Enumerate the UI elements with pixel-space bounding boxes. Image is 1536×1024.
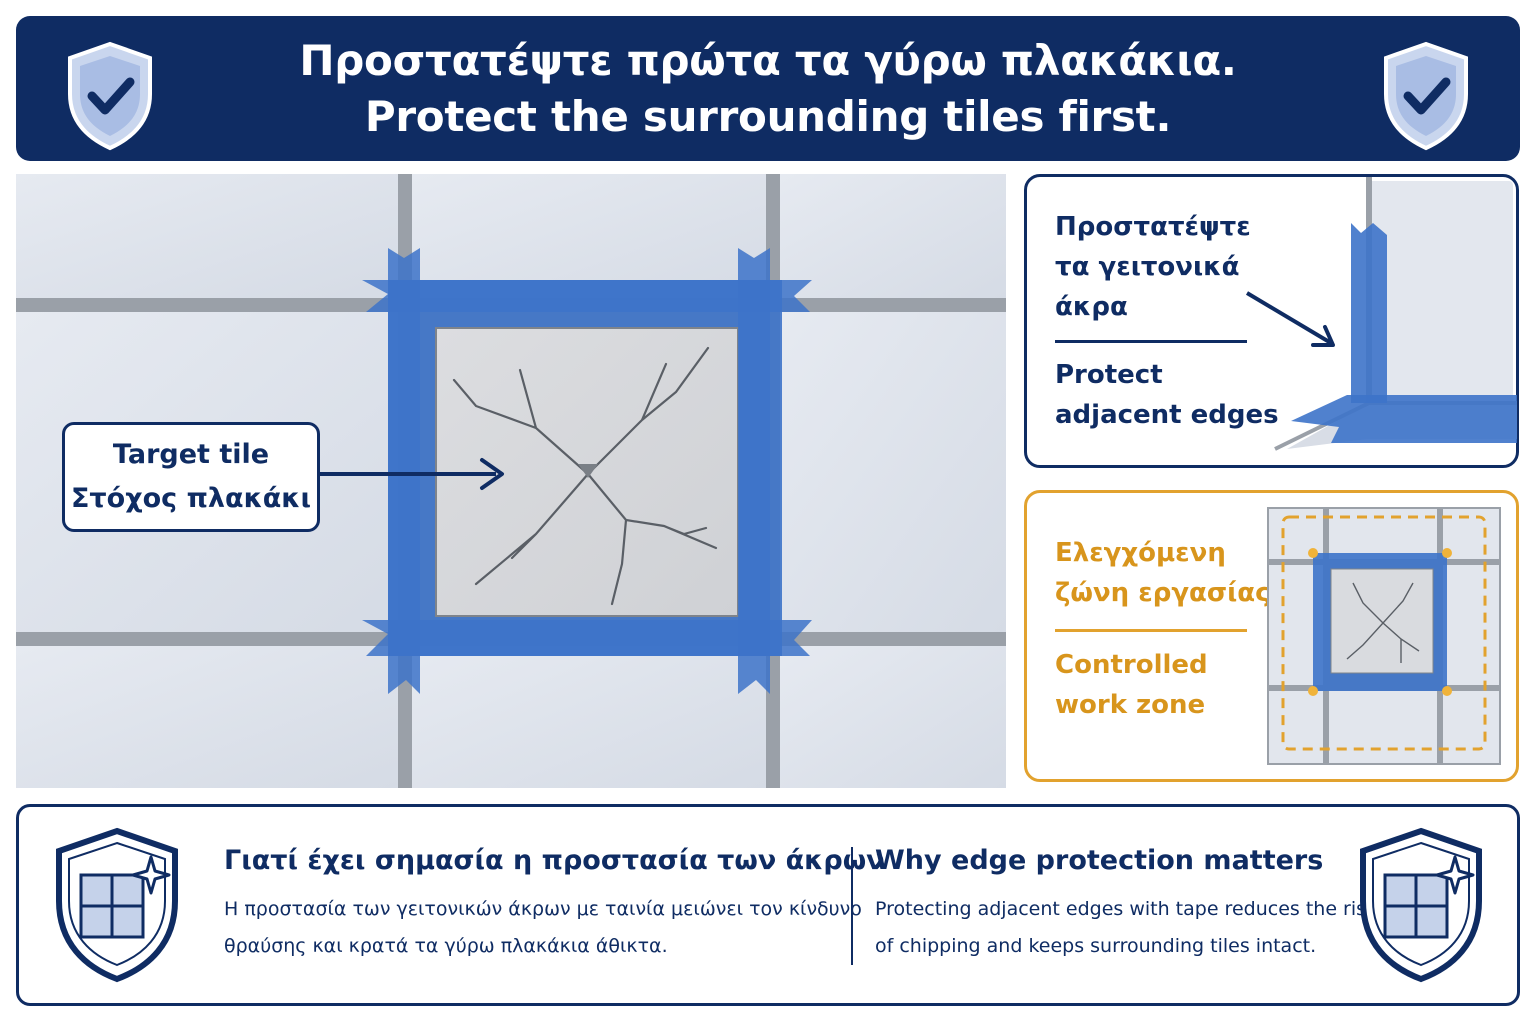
edges-english-line: adjacent edges [1055,400,1279,430]
zone-english-text: Controlled work zone [1055,645,1208,725]
crack-center [578,464,598,478]
info-greek-heading: Γιατί έχει σημασία η προστασία των άκρων [224,845,885,876]
tape-strip [1291,395,1517,443]
info-english-heading: Why edge protection matters [875,845,1324,876]
title-english: Protect the surrounding tiles first. [364,91,1172,141]
page-title: Προστατέψτε πρώτα τα γύρω πλακάκια. Prot… [166,16,1370,161]
info-greek-body: Η προστασία των γειτονικών άκρων με ταιν… [224,891,885,965]
target-label-english: Target tile [112,439,270,470]
tape-strip [362,280,812,312]
zone-greek-line: ζώνη εργασίας [1055,578,1271,608]
shield-tile-sparkle-icon [56,827,178,983]
wall-tile [780,174,1006,298]
tape-strip [388,248,420,694]
wall-tile [780,646,1006,788]
wall-tile [412,174,766,298]
info-greek-line: Η προστασία των γειτονικών άκρων με ταιν… [224,898,862,920]
info-english-line: of chipping and keeps surrounding tiles … [875,935,1317,957]
info-english-body: Protecting adjacent edges with tape redu… [875,891,1377,965]
target-label-greek: Στόχος πλακάκι [70,483,312,514]
target-tile-callout: Target tile Στόχος πλακάκι [62,422,320,532]
wall-tile [16,174,398,298]
work-zone-illustration [1267,507,1501,765]
shield-check-icon [68,41,152,151]
tape-strip [362,620,812,656]
zone-greek-text: Ελεγχόμενη ζώνη εργασίας [1055,533,1271,613]
tape-strip [1351,223,1387,403]
edges-greek-line: άκρα [1055,292,1128,322]
panel-arrow [1245,291,1333,345]
arrow-head-icon [1311,325,1335,347]
zone-english-line: Controlled [1055,650,1208,680]
tape-strip [738,248,770,694]
corner-tape-illustration [1245,177,1517,451]
wall-tile [16,646,398,788]
arrow-head-icon [480,458,504,490]
info-box: Γιατί έχει σημασία η προστασία των άκρων… [16,804,1520,1006]
panel-divider [1055,340,1247,343]
edges-greek-text: Προστατέψτε τα γειτονικά άκρα [1055,207,1251,327]
zone-english-line: work zone [1055,690,1206,720]
info-english-line: Protecting adjacent edges with tape redu… [875,898,1378,920]
shield-check-icon [1384,41,1468,151]
zone-greek-line: Ελεγχόμενη [1055,538,1226,568]
edges-english-line: Protect [1055,360,1163,390]
wall-tile [412,646,766,788]
title-greek: Προστατέψτε πρώτα τα γύρω πλακάκια. [299,35,1237,85]
edges-english-text: Protect adjacent edges [1055,355,1279,435]
crack-lines [452,346,718,606]
panel-divider [1055,629,1247,632]
panel-protect-edges: Προστατέψτε τα γειτονικά άκρα Protect ad… [1024,174,1519,468]
edges-greek-line: τα γειτονικά [1055,252,1240,282]
info-greek-line: θραύσης και κρατά τα γύρω πλακάκια άθικτ… [224,935,668,957]
info-separator [851,847,853,965]
shield-tile-sparkle-icon [1360,827,1482,983]
info-greek-column: Γιατί έχει σημασία η προστασία των άκρων… [224,837,885,965]
edges-greek-line: Προστατέψτε [1055,212,1251,242]
info-english-column: Why edge protection matters Protecting a… [875,837,1377,965]
wall-tile [780,312,1006,632]
panel-work-zone: Ελεγχόμενη ζώνη εργασίας Controlled work… [1024,490,1519,782]
header-banner: Προστατέψτε πρώτα τα γύρω πλακάκια. Prot… [16,16,1520,161]
